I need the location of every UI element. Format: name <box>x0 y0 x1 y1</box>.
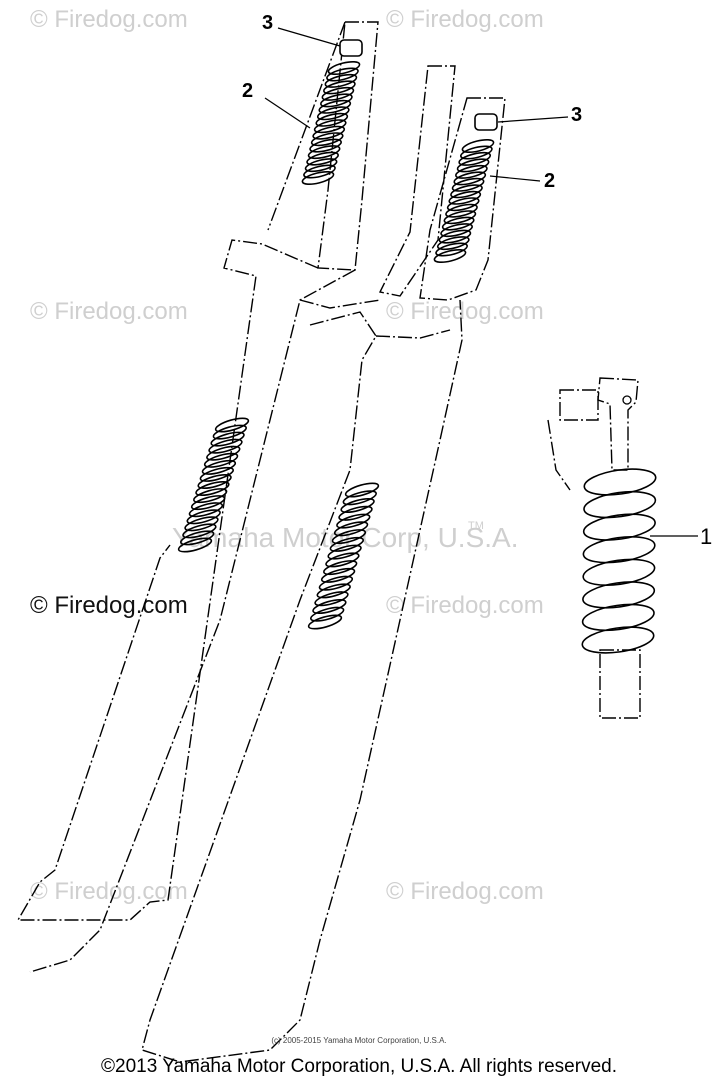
trademark-mark: TM <box>468 520 484 532</box>
fine-copyright: (c) 2005-2015 Yamaha Motor Corporation, … <box>271 1036 447 1045</box>
leader-line <box>489 175 541 182</box>
callout-3: 3 <box>571 104 583 126</box>
cap-right <box>474 113 498 131</box>
watermark: © Firedog.com <box>386 592 544 619</box>
watermark: © Firedog.com <box>30 6 188 33</box>
watermark: © Firedog.com <box>386 878 544 905</box>
right-fork-outline <box>141 97 506 1063</box>
callout-2: 2 <box>242 80 254 102</box>
watermark: © Firedog.com <box>386 298 544 325</box>
rear-shock-outline <box>547 377 641 719</box>
left-fork-outline <box>16 21 379 973</box>
watermark: © Firedog.com <box>30 592 188 619</box>
center-tube-outline <box>299 65 456 309</box>
callout-2: 2 <box>544 170 556 192</box>
callout-3: 3 <box>262 12 274 34</box>
callout-1: 1 <box>700 524 713 549</box>
leader-line <box>277 27 341 47</box>
watermark: © Firedog.com <box>386 6 544 33</box>
rear-shock-spring <box>581 468 657 654</box>
fork-spring-upper-left <box>301 60 361 186</box>
fork-spring-lower-right <box>307 482 380 630</box>
leader-line <box>497 116 569 123</box>
leader-line <box>264 97 311 129</box>
watermark: © Firedog.com <box>30 298 188 325</box>
fork-spring-lower-left <box>177 417 250 553</box>
cap-left <box>339 39 363 57</box>
footer-copyright: ©2013 Yamaha Motor Corporation, U.S.A. A… <box>101 1056 617 1077</box>
fork-spring-upper-right <box>433 138 495 264</box>
watermark: © Firedog.com <box>30 878 188 905</box>
